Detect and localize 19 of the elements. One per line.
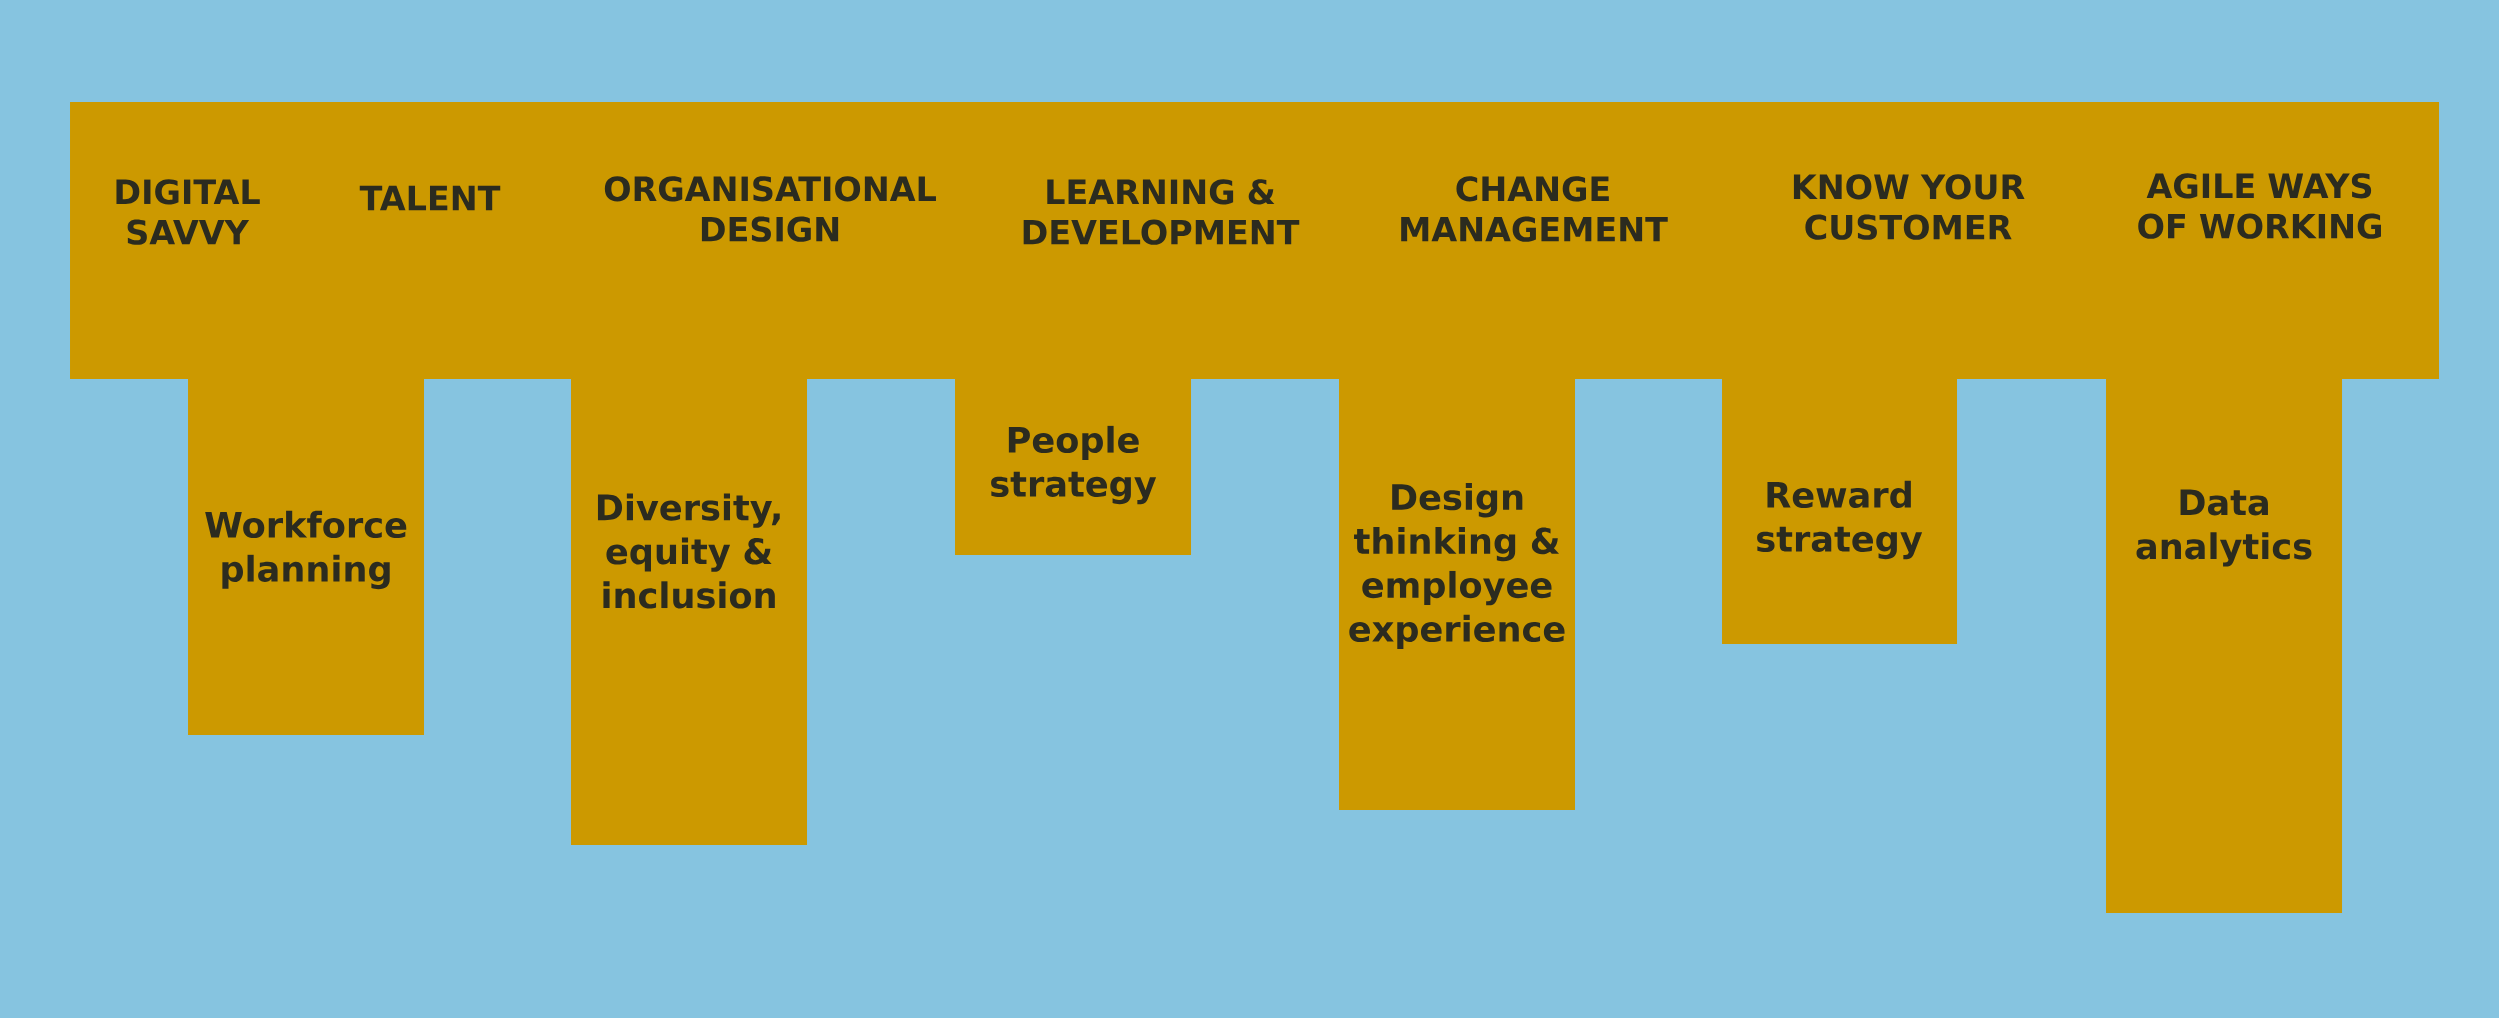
node-label: People strategy: [991, 425, 1157, 505]
hanging-bar: People strategy: [955, 379, 1191, 555]
hanging-bar: Design thinking & employee experience: [1339, 379, 1575, 810]
hanging-bar: Workforce planning: [188, 379, 424, 735]
column-heading: ORGANISATIONAL DESIGN: [604, 176, 936, 242]
column-heading: DIGITAL SAVVY: [116, 179, 260, 245]
column-heading: AGILE WAYS OF WORKING: [2138, 173, 2381, 239]
node-label: Reward strategy: [1757, 480, 1923, 560]
column-heading: TALENT: [359, 185, 501, 211]
node-label: Diversity, equity & inclusion: [597, 493, 780, 609]
node-label: Data analytics: [2136, 489, 2312, 567]
hanging-bar: Reward strategy: [1722, 379, 1957, 644]
hanging-bar: Data analytics: [2106, 379, 2342, 913]
hanging-bar: Diversity, equity & inclusion: [571, 379, 807, 845]
column-heading: CHANGE MANAGEMENT: [1401, 176, 1668, 242]
node-label: Design thinking & employee experience: [1349, 483, 1565, 649]
node-label: Workforce planning: [205, 510, 407, 590]
column-heading: KNOW YOUR CUSTOMER: [1793, 174, 2025, 240]
column-heading: LEARNING & DEVELOPMENT: [1023, 179, 1300, 245]
